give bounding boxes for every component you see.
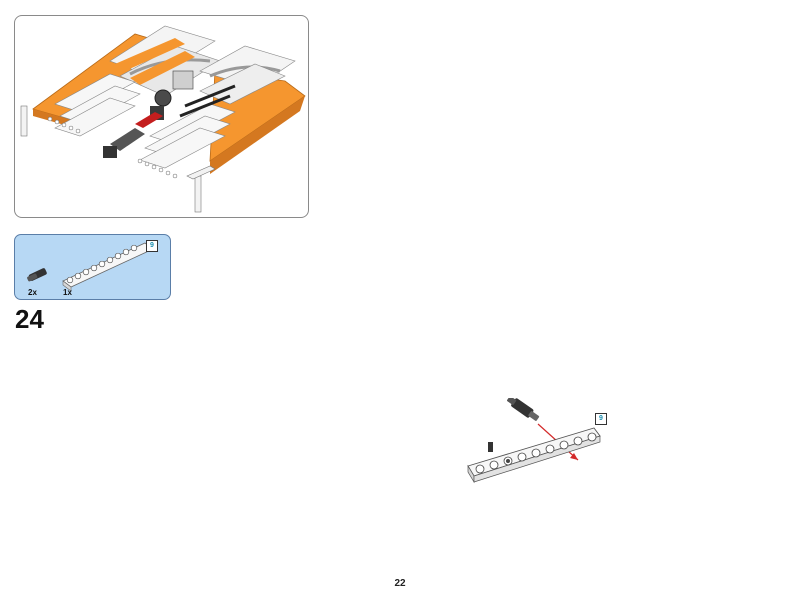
beam-9-icon xyxy=(62,242,154,292)
axle-pin-quantity: 2x xyxy=(28,288,37,297)
beam-quantity: 1x xyxy=(63,288,72,297)
step-number: 24 xyxy=(15,304,44,334)
build-illustration: 9 xyxy=(460,396,620,494)
page-number: 22 xyxy=(394,578,406,589)
axle-pin-icon xyxy=(507,396,540,421)
beam-length-badge: 9 xyxy=(146,240,158,252)
assembly-drawing xyxy=(467,396,601,484)
beam-length-badge: 9 xyxy=(595,413,607,425)
submodel-callout xyxy=(14,15,309,218)
submodel-illustration xyxy=(20,25,306,213)
parts-list-panel: 2x 1x 9 xyxy=(14,234,171,300)
axle-pin-icon xyxy=(27,268,47,282)
arrow-head xyxy=(570,453,578,460)
